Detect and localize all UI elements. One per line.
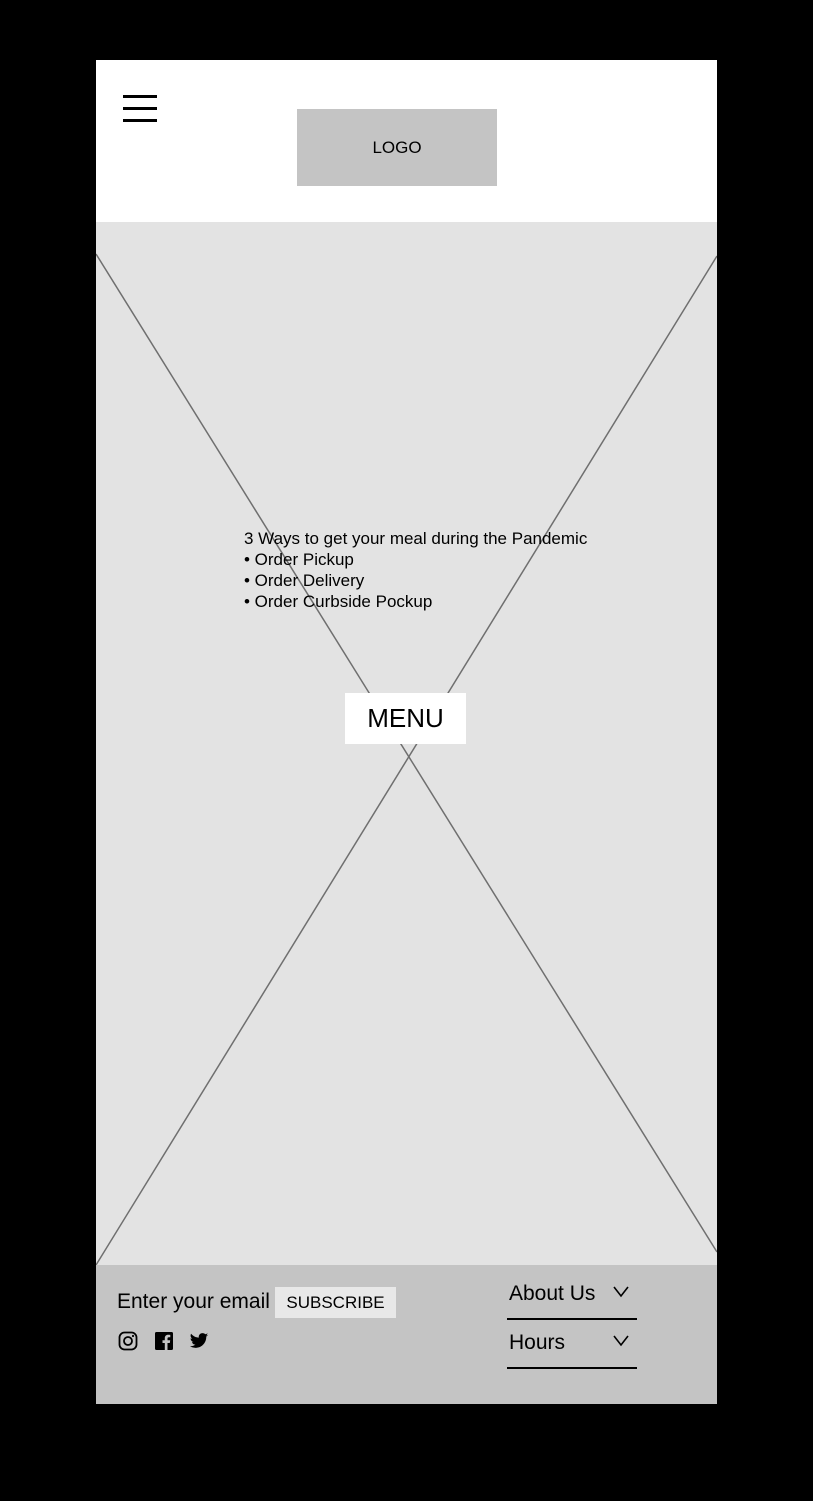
instagram-icon[interactable] xyxy=(118,1331,138,1351)
hero-section: 3 Ways to get your meal during the Pande… xyxy=(96,222,717,1265)
hamburger-bar xyxy=(123,95,157,98)
dropdown-label: Hours xyxy=(509,1331,566,1354)
site-header: LOGO xyxy=(96,60,717,222)
hamburger-icon[interactable] xyxy=(123,95,157,123)
placeholder-diagonal xyxy=(96,255,717,1265)
placeholder-diagonal xyxy=(96,253,717,1253)
chevron-down-icon xyxy=(613,1286,629,1298)
email-field-label[interactable]: Enter your email xyxy=(117,1290,270,1313)
facebook-icon[interactable] xyxy=(154,1331,174,1351)
hero-list-item: • Order Curbside Pockup xyxy=(244,592,433,611)
hero-list-item: • Order Pickup xyxy=(244,550,354,569)
twitter-icon[interactable] xyxy=(189,1331,209,1351)
subscribe-button[interactable]: SUBSCRIBE xyxy=(275,1287,396,1318)
dropdown-hours[interactable]: Hours xyxy=(507,1331,637,1369)
chevron-down-icon xyxy=(613,1335,629,1347)
hero-headline: 3 Ways to get your meal during the Pande… xyxy=(244,529,588,548)
logo[interactable]: LOGO xyxy=(297,109,497,186)
mobile-screen: LOGO 3 Ways to get your meal during the … xyxy=(96,60,717,1404)
dropdown-label: About Us xyxy=(509,1282,596,1305)
hamburger-bar xyxy=(123,107,157,110)
image-placeholder xyxy=(96,253,717,1265)
hamburger-bar xyxy=(123,119,157,122)
menu-button[interactable]: MENU xyxy=(345,693,466,744)
hero-text: 3 Ways to get your meal during the Pande… xyxy=(244,528,587,612)
site-footer: Enter your email SUBSCRIBE About Us xyxy=(96,1265,717,1404)
hero-list-item: • Order Delivery xyxy=(244,571,365,590)
dropdown-about-us[interactable]: About Us xyxy=(507,1282,637,1320)
